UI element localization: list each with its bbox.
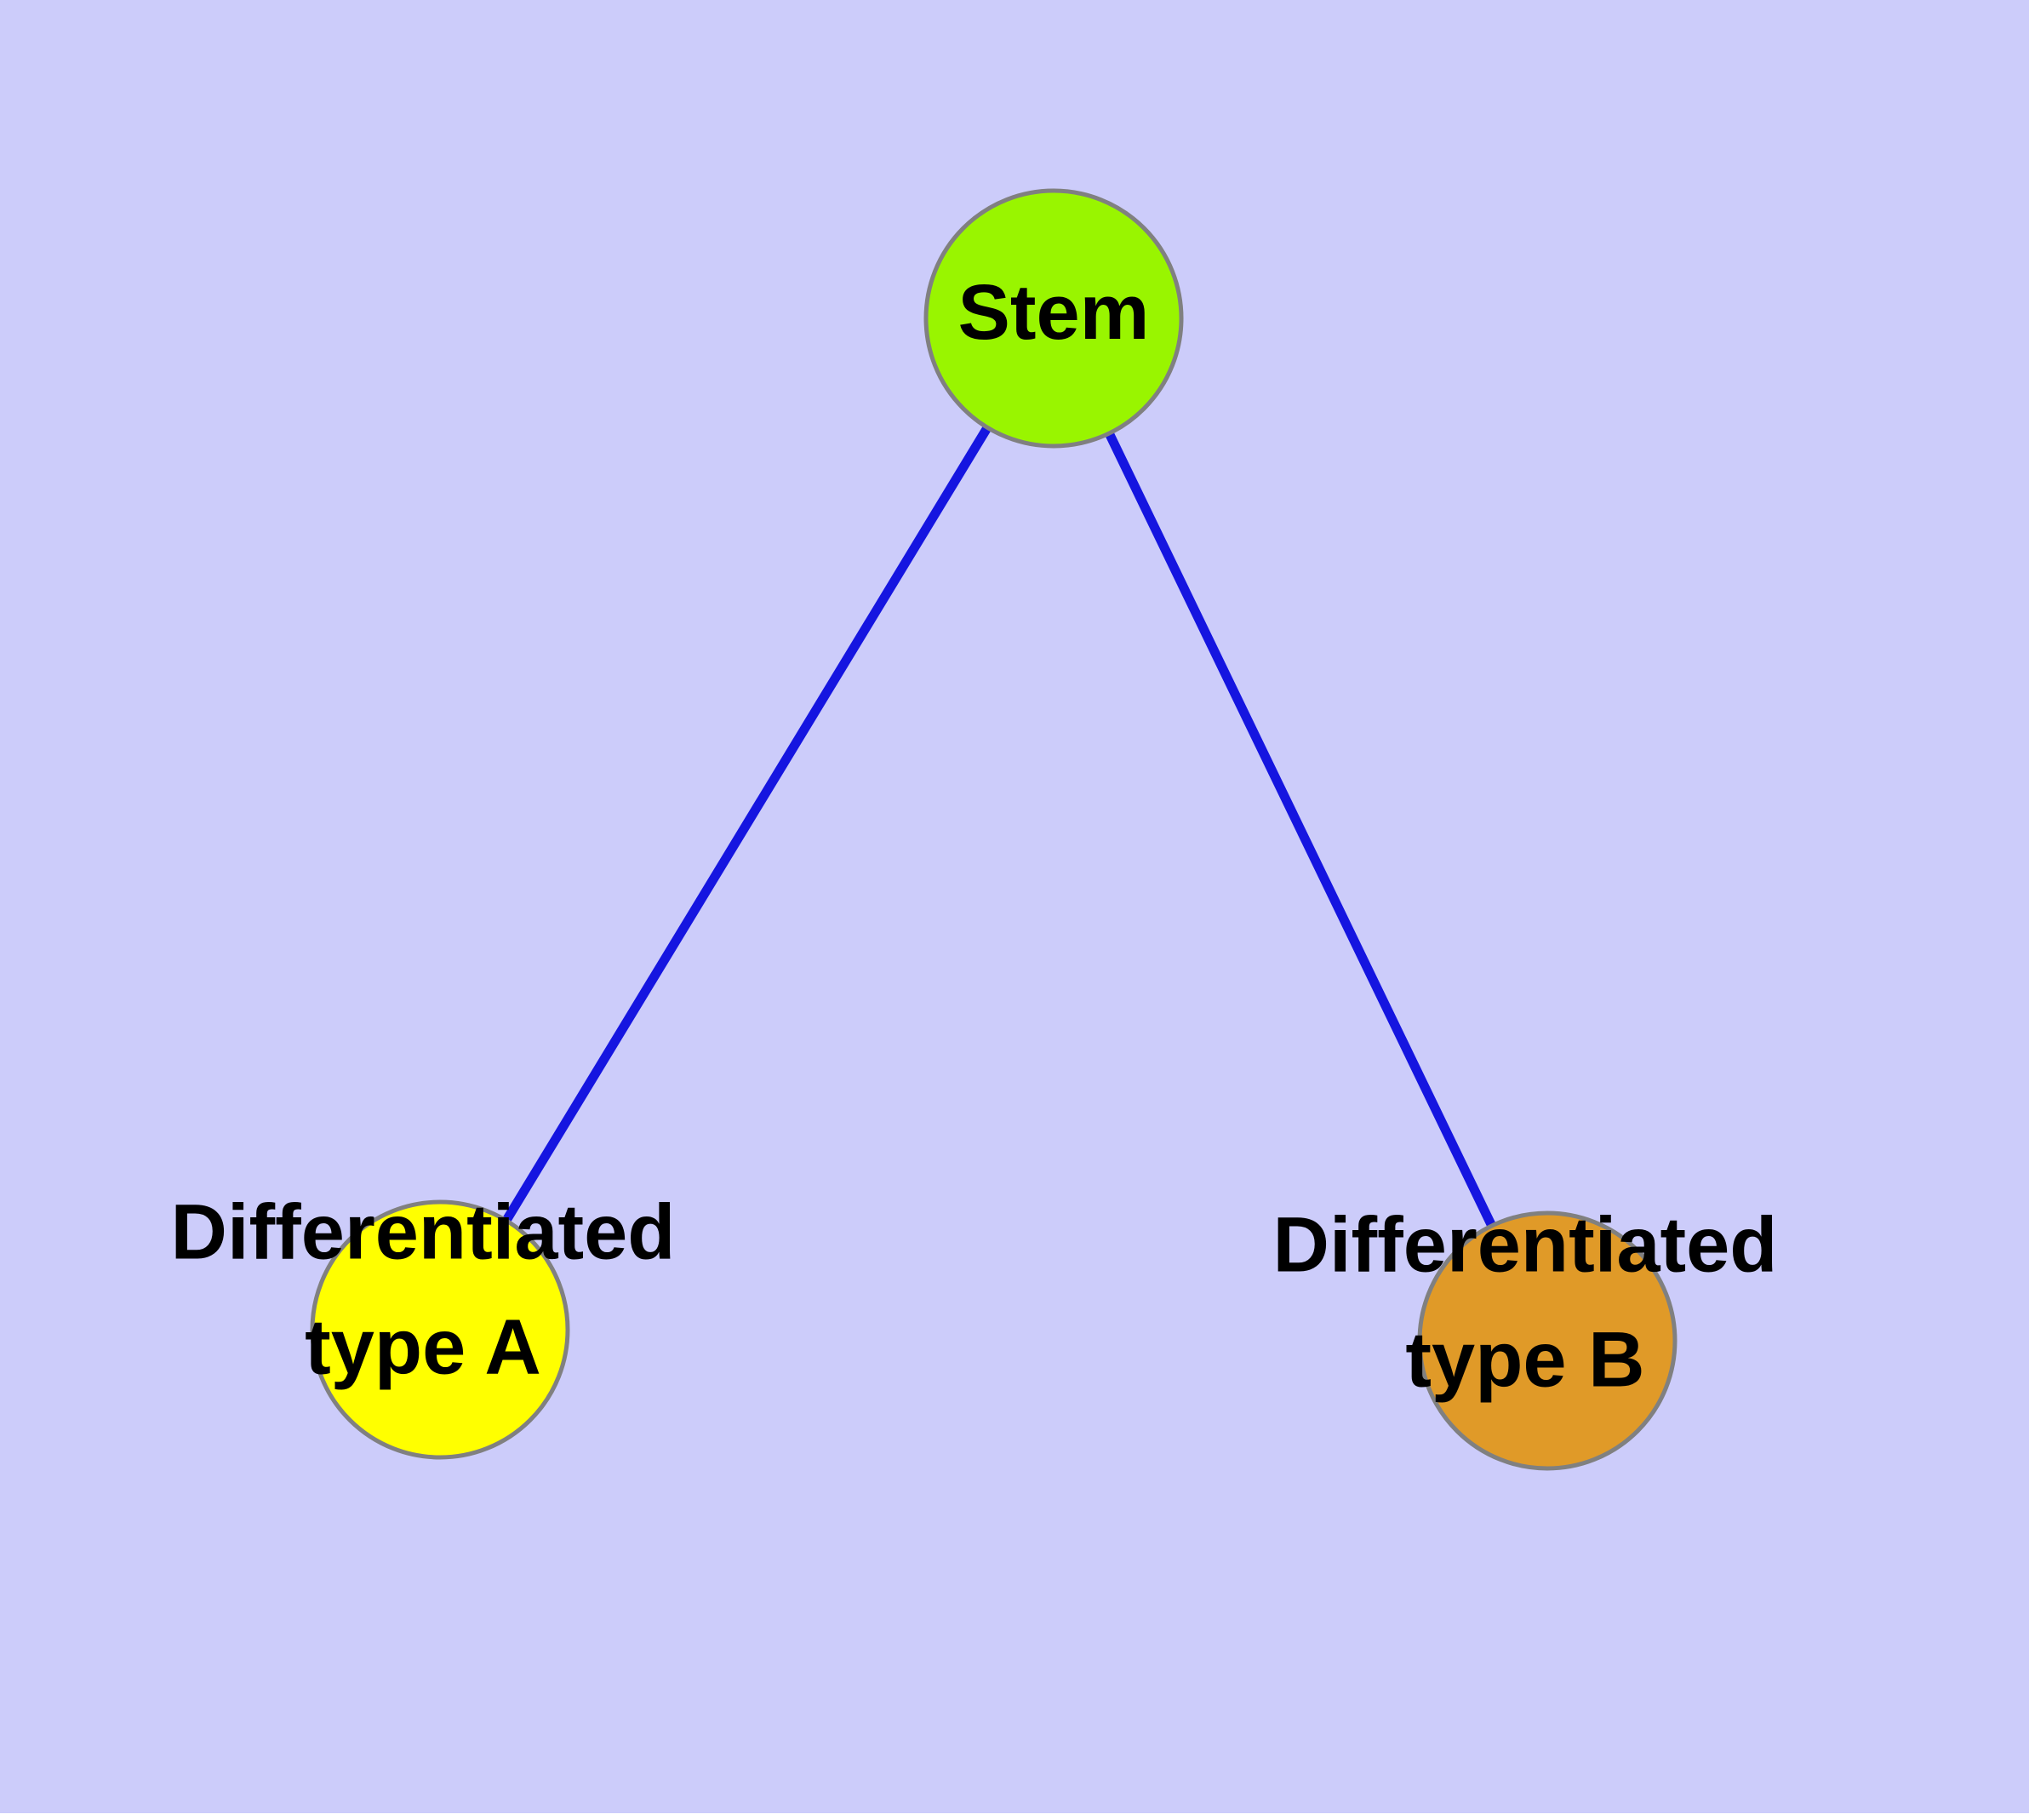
- node-label-line: type A: [305, 1304, 541, 1391]
- node-label-stem: Stem: [958, 269, 1150, 356]
- node-label-diff_b: Differentiated type B: [1273, 1202, 1778, 1404]
- node-diff_a[interactable]: [310, 1199, 570, 1460]
- node-label-diff_a: Differentiated type A: [171, 1189, 676, 1391]
- node-stem[interactable]: [923, 188, 1184, 449]
- node-label-line: Differentiated: [171, 1189, 676, 1276]
- node-label-line: Differentiated: [1273, 1202, 1778, 1289]
- edge-stem-to-diff_a[interactable]: [436, 316, 1058, 1332]
- node-label-line: type B: [1405, 1317, 1644, 1404]
- nodes-group: [310, 188, 1677, 1471]
- edges-group: [436, 316, 1552, 1343]
- node-label-line: Stem: [958, 269, 1150, 356]
- node-diff_b[interactable]: [1417, 1210, 1677, 1471]
- edge-stem-to-diff_b[interactable]: [1049, 316, 1552, 1343]
